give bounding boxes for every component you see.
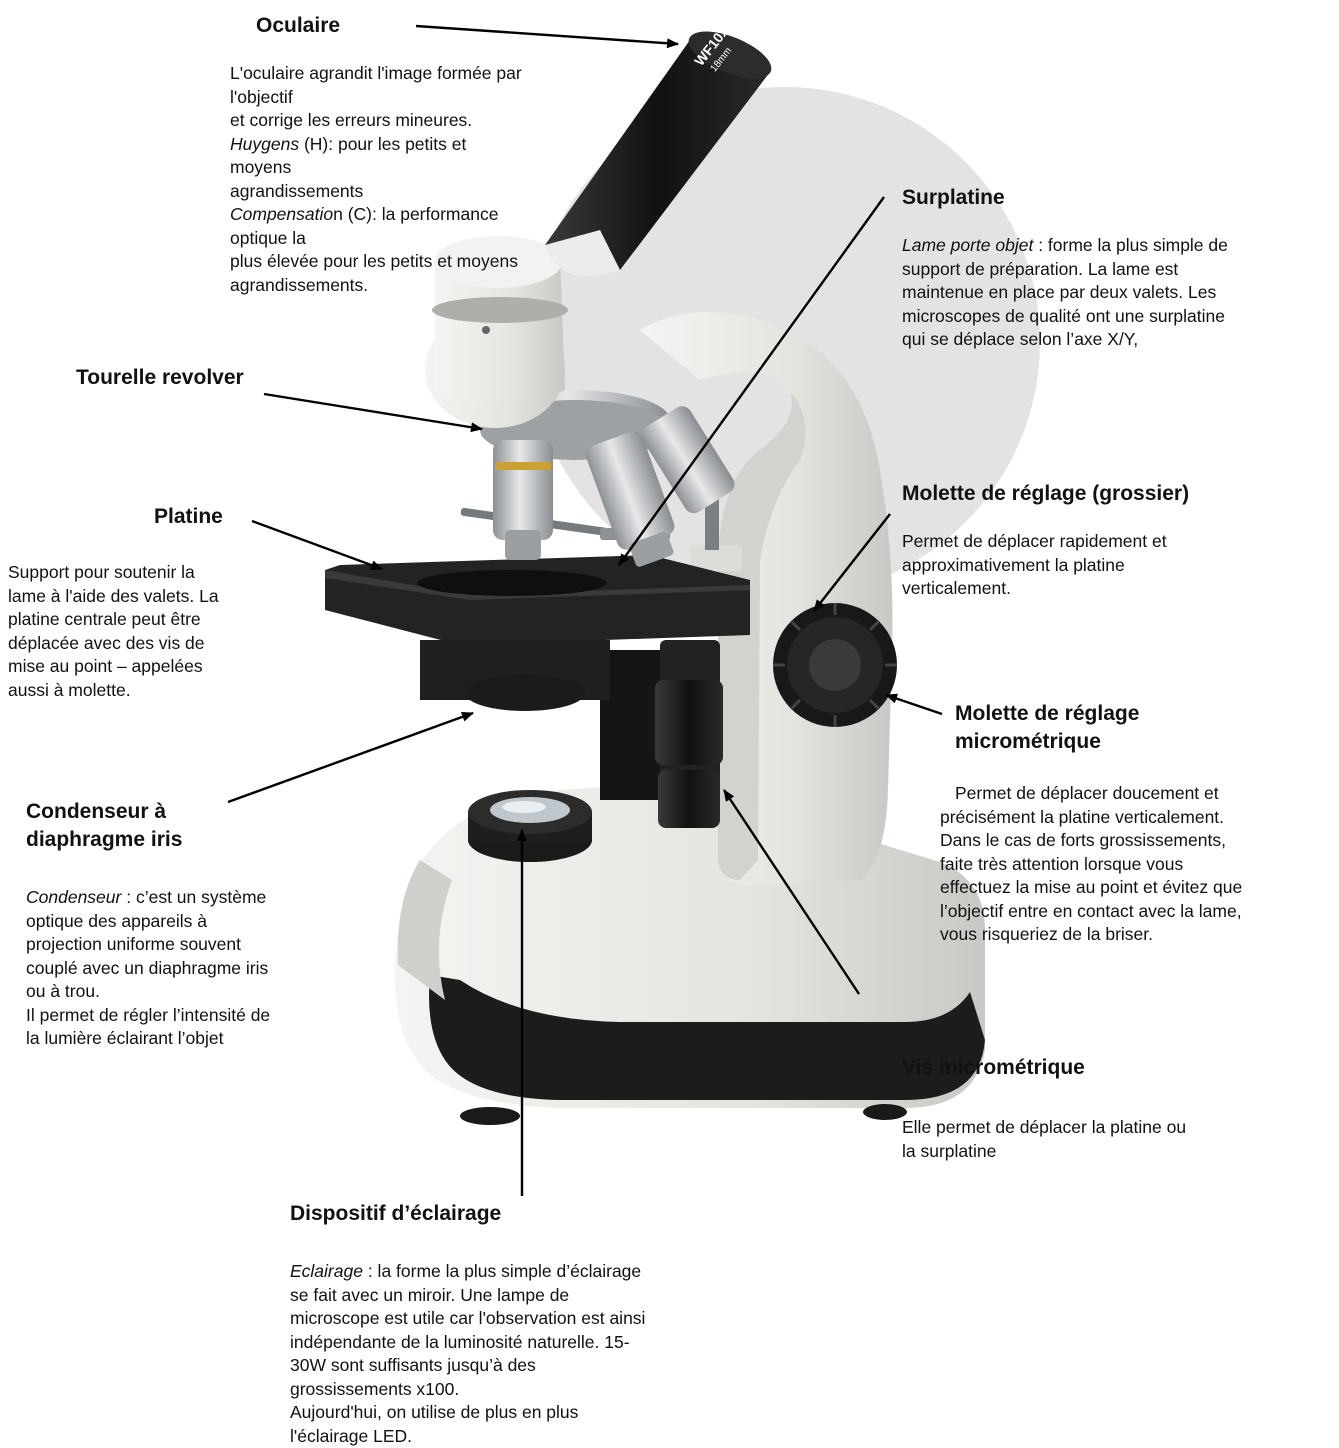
surplatine-body: Lame porte objet : forme la plus simple … bbox=[902, 234, 1332, 352]
eclairage-em: Eclairage bbox=[290, 1261, 363, 1281]
surplatine-line: maintenue en place par deux valets. Les bbox=[902, 281, 1332, 305]
molette-micro-title-1: Molette de réglage bbox=[955, 700, 1335, 728]
eclairage-line: Eclairage : la forme la plus simple d’éc… bbox=[290, 1260, 750, 1284]
label-platine: Platine Support pour soutenir la lame à … bbox=[8, 503, 308, 702]
eclairage-body: Eclairage : la forme la plus simple d’éc… bbox=[290, 1260, 750, 1448]
label-condenseur: Condenseur à diaphragme iris Condenseur … bbox=[26, 798, 336, 1051]
molette-micro-line: Permet de déplacer doucement et bbox=[955, 782, 1335, 806]
condenseur-line: Il permet de régler l’intensité de bbox=[26, 1004, 336, 1028]
molette-grossier-body: Permet de déplacer rapidement et approxi… bbox=[902, 530, 1332, 601]
molette-micro-body: Permet de déplacer doucement et précisém… bbox=[940, 782, 1335, 947]
platine-line: Support pour soutenir la bbox=[8, 561, 308, 585]
surplatine-rest: : forme la plus simple de bbox=[1033, 235, 1228, 255]
eclairage-line: microscope est utile car l'observation e… bbox=[290, 1307, 750, 1331]
molette-micro-line: effectuez la mise au point et évitez que bbox=[940, 876, 1335, 900]
condenseur-title-1: Condenseur à bbox=[26, 798, 336, 826]
oculaire-title: Oculaire bbox=[256, 12, 530, 40]
platine-title: Platine bbox=[154, 503, 308, 531]
oculaire-line: Compensation (C): la performance optique… bbox=[230, 203, 530, 250]
surplatine-title: Surplatine bbox=[902, 184, 1332, 212]
condenseur-line: Condenseur : c’est un système bbox=[26, 886, 336, 910]
illuminator bbox=[468, 790, 592, 862]
eclairage-title: Dispositif d’éclairage bbox=[290, 1200, 750, 1228]
vis-micro-body: Elle permet de déplacer la platine ou la… bbox=[902, 1116, 1322, 1163]
label-eclairage: Dispositif d’éclairage Eclairage : la fo… bbox=[290, 1200, 750, 1448]
tourelle-title: Tourelle revolver bbox=[76, 364, 336, 392]
vis-micro-line: la surplatine bbox=[902, 1140, 1322, 1164]
surplatine-line: microscopes de qualité ont une surplatin… bbox=[902, 305, 1332, 329]
focus-knob bbox=[773, 603, 897, 727]
condenseur-em: Condenseur bbox=[26, 887, 121, 907]
condenseur-rest: : c’est un système bbox=[121, 887, 266, 907]
platine-line: aussi à molette. bbox=[8, 679, 308, 703]
eclairage-line: indépendante de la luminosité naturelle.… bbox=[290, 1331, 750, 1355]
oculaire-body: L'oculaire agrandit l'image formée par l… bbox=[230, 62, 530, 297]
oculaire-line: agrandissements. bbox=[230, 274, 530, 298]
condenseur-line: ou à trou. bbox=[26, 980, 336, 1004]
eclairage-rest: : la forme la plus simple d’éclairage bbox=[363, 1261, 641, 1281]
molette-micro-line: Dans le cas de forts grossissements, bbox=[940, 829, 1335, 853]
molette-micro-line: l’objectif entre en contact avec la lame… bbox=[940, 900, 1335, 924]
molette-grossier-title: Molette de réglage (grossier) bbox=[902, 480, 1332, 508]
oculaire-line: plus élevée pour les petits et moyens bbox=[230, 250, 530, 274]
condenseur-line: couplé avec un diaphragme iris bbox=[26, 957, 336, 981]
molette-grossier-line: approximativement la platine bbox=[902, 554, 1332, 578]
molette-grossier-line: Permet de déplacer rapidement et bbox=[902, 530, 1332, 554]
label-tourelle: Tourelle revolver bbox=[76, 364, 336, 392]
label-molette-grossier: Molette de réglage (grossier) Permet de … bbox=[902, 480, 1332, 601]
oculaire-em: Compensatio bbox=[230, 204, 333, 224]
label-oculaire: Oculaire L'oculaire agrandit l'image for… bbox=[230, 12, 530, 297]
molette-micro-line: faite très attention lorsque vous bbox=[940, 853, 1335, 877]
platine-line: lame à l'aide des valets. La bbox=[8, 585, 308, 609]
oculaire-line: et corrige les erreurs mineures. bbox=[230, 109, 530, 133]
platine-line: mise au point – appelées bbox=[8, 655, 308, 679]
label-molette-micro: Molette de réglage micrométrique Permet … bbox=[940, 700, 1335, 947]
eclairage-line: l'éclairage LED. bbox=[290, 1425, 750, 1448]
surplatine-line: Lame porte objet : forme la plus simple … bbox=[902, 234, 1332, 258]
platine-line: déplacée avec des vis de bbox=[8, 632, 308, 656]
platine-body: Support pour soutenir la lame à l'aide d… bbox=[8, 561, 308, 702]
oculaire-line: Huygens (H): pour les petits et moyens bbox=[230, 133, 530, 180]
molette-micro-line: vous risqueriez de la briser. bbox=[940, 923, 1335, 947]
molette-micro-line: précisément la platine verticalement. bbox=[940, 806, 1335, 830]
oculaire-line: agrandissements bbox=[230, 180, 530, 204]
eclairage-line: grossissements x100. bbox=[290, 1378, 750, 1402]
vis-micro-line: Elle permet de déplacer la platine ou bbox=[902, 1116, 1322, 1140]
condenseur-line: la lumière éclairant l’objet bbox=[26, 1027, 336, 1051]
vis-micro-title: Vis micrométrique bbox=[902, 1054, 1322, 1082]
oculaire-line: L'oculaire agrandit l'image formée par l… bbox=[230, 62, 530, 109]
label-surplatine: Surplatine Lame porte objet : forme la p… bbox=[902, 184, 1332, 352]
label-vis-micro: Vis micrométrique Elle permet de déplace… bbox=[902, 1054, 1322, 1163]
surplatine-em: Lame porte objet bbox=[902, 235, 1033, 255]
molette-grossier-line: verticalement. bbox=[902, 577, 1332, 601]
surplatine-line: support de préparation. La lame est bbox=[902, 258, 1332, 282]
focus-column bbox=[600, 640, 723, 828]
condenseur-line: projection uniforme souvent bbox=[26, 933, 336, 957]
surplatine-line: qui se déplace selon l’axe X/Y, bbox=[902, 328, 1332, 352]
eclairage-line: Aujourd'hui, on utilise de plus en plus bbox=[290, 1401, 750, 1425]
condenseur-title-2: diaphragme iris bbox=[26, 826, 336, 854]
condenseur-body: Condenseur : c’est un système optique de… bbox=[26, 886, 336, 1051]
eclairage-line: se fait avec un miroir. Une lampe de bbox=[290, 1284, 750, 1308]
platine-line: platine centrale peut être bbox=[8, 608, 308, 632]
oculaire-em: Huygens bbox=[230, 134, 299, 154]
molette-micro-title-2: micrométrique bbox=[955, 728, 1335, 756]
eclairage-line: 30W sont suffisants jusqu’à des bbox=[290, 1354, 750, 1378]
condenseur-line: optique des appareils à bbox=[26, 910, 336, 934]
